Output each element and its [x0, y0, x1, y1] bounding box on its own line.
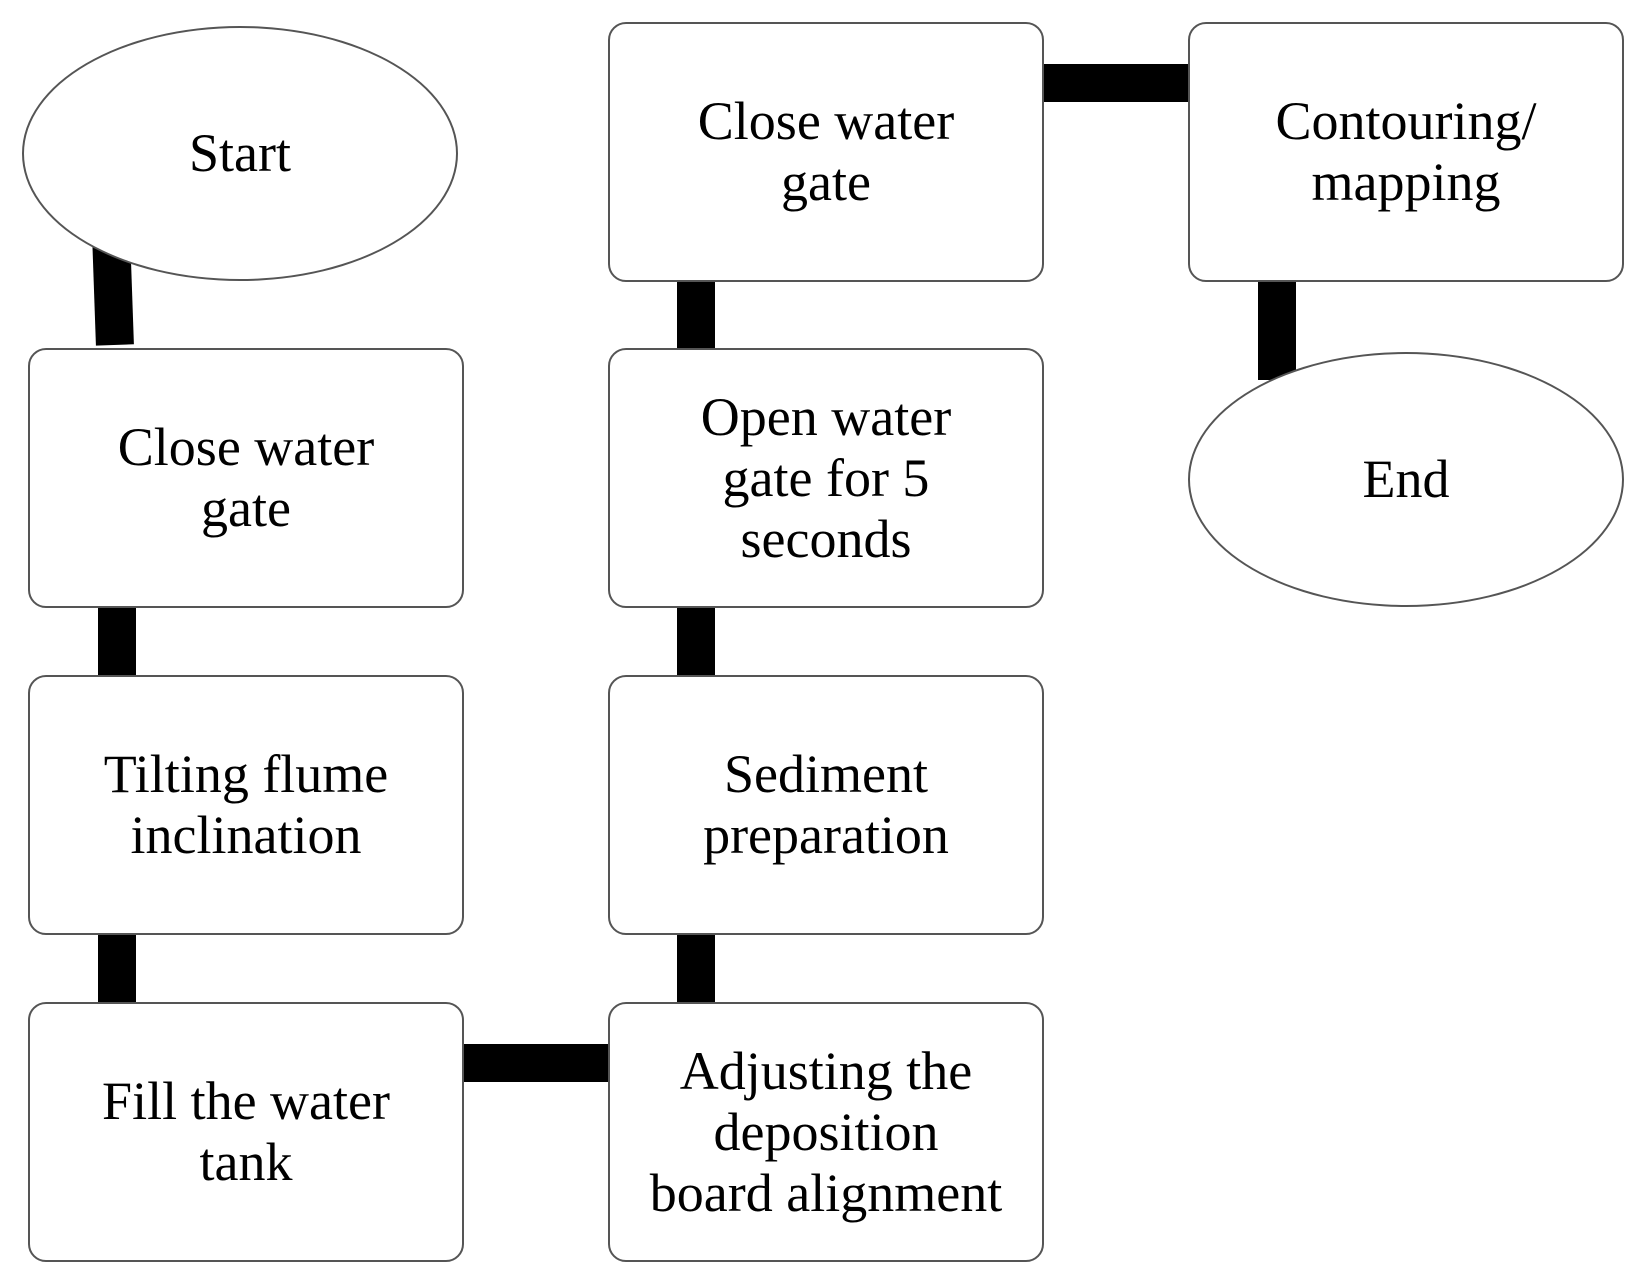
step-fill-water-tank-label: Fill the water tank	[102, 1071, 390, 1192]
end-node: End	[1188, 352, 1624, 607]
step-open-water-gate: Open water gate for 5 seconds	[608, 348, 1044, 608]
step-tilting-flume-inclination-label: Tilting flume inclination	[103, 744, 389, 865]
step-adjusting-deposition-board: Adjusting the deposition board alignment	[608, 1002, 1044, 1262]
step-adjusting-deposition-board-label: Adjusting the deposition board alignment	[649, 1040, 1003, 1223]
connector-close-gate-to-contouring	[1040, 64, 1192, 102]
step-sediment-preparation: Sediment preparation	[608, 675, 1044, 935]
step-sediment-preparation-label: Sediment preparation	[703, 744, 949, 865]
connector-fill-tank-to-adjusting	[460, 1044, 612, 1082]
step-close-water-gate-final-label: Close water gate	[697, 91, 955, 212]
connector-tilting-to-fill-tank	[98, 932, 136, 1007]
end-label: End	[1362, 449, 1450, 509]
step-tilting-flume-inclination: Tilting flume inclination	[28, 675, 464, 935]
step-close-water-gate: Close water gate	[28, 348, 464, 608]
step-contouring-mapping-label: Contouring/ mapping	[1275, 91, 1537, 212]
step-open-water-gate-label: Open water gate for 5 seconds	[700, 386, 952, 569]
connector-adjusting-to-sediment	[677, 932, 715, 1007]
step-close-water-gate-final: Close water gate	[608, 22, 1044, 282]
start-label: Start	[189, 123, 291, 183]
step-contouring-mapping: Contouring/ mapping	[1188, 22, 1624, 282]
connector-close-gate-to-tilting	[98, 605, 136, 680]
step-close-water-gate-label: Close water gate	[117, 417, 375, 538]
connector-open-gate-to-close-gate	[677, 280, 715, 355]
start-node: Start	[22, 26, 458, 281]
connector-contouring-to-end	[1258, 280, 1296, 380]
connector-sediment-to-open-gate	[677, 605, 715, 680]
step-fill-water-tank: Fill the water tank	[28, 1002, 464, 1262]
